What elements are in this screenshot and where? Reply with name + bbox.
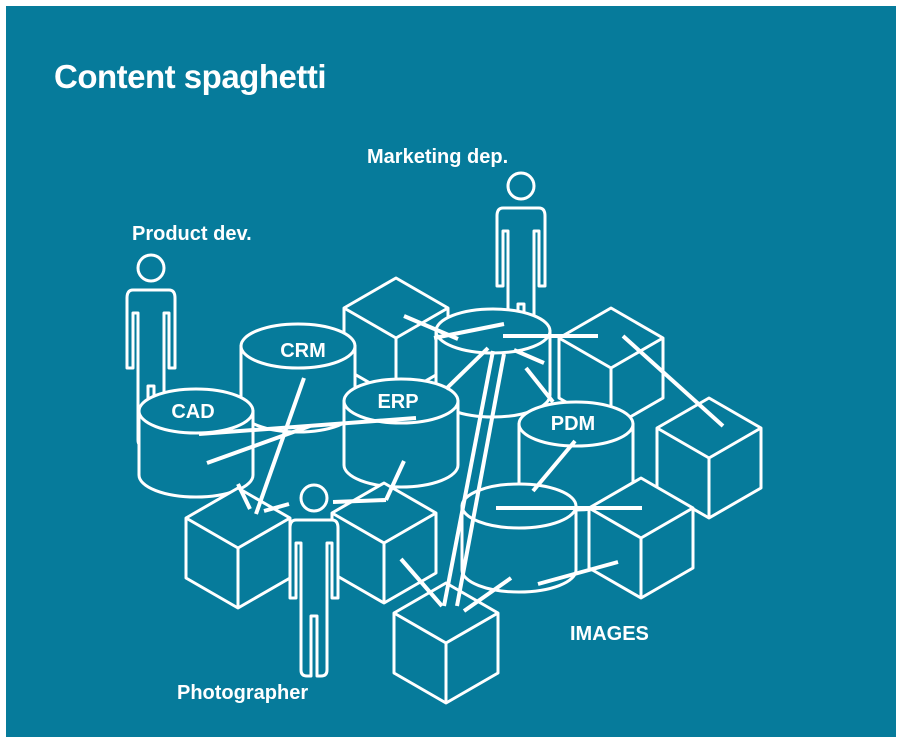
pdm-label: PDM xyxy=(551,413,595,435)
diagram-panel: Content spaghetti xyxy=(6,6,896,737)
photographer-label: Photographer xyxy=(177,682,308,704)
images-database xyxy=(460,482,578,594)
marketing-label: Marketing dep. xyxy=(367,146,508,168)
images-label: IMAGES xyxy=(570,623,649,645)
product-dev-label: Product dev. xyxy=(132,223,252,245)
crm-label: CRM xyxy=(280,340,326,362)
content-spaghetti-diagram: CRM ERP CAD PDM IMAGES Product dev. Mark… xyxy=(125,146,763,705)
cad-label: CAD xyxy=(171,401,214,423)
erp-label: ERP xyxy=(377,391,418,413)
connection-lines xyxy=(198,314,725,613)
cube-left-front xyxy=(184,486,292,610)
page-title: Content spaghetti xyxy=(54,58,326,95)
